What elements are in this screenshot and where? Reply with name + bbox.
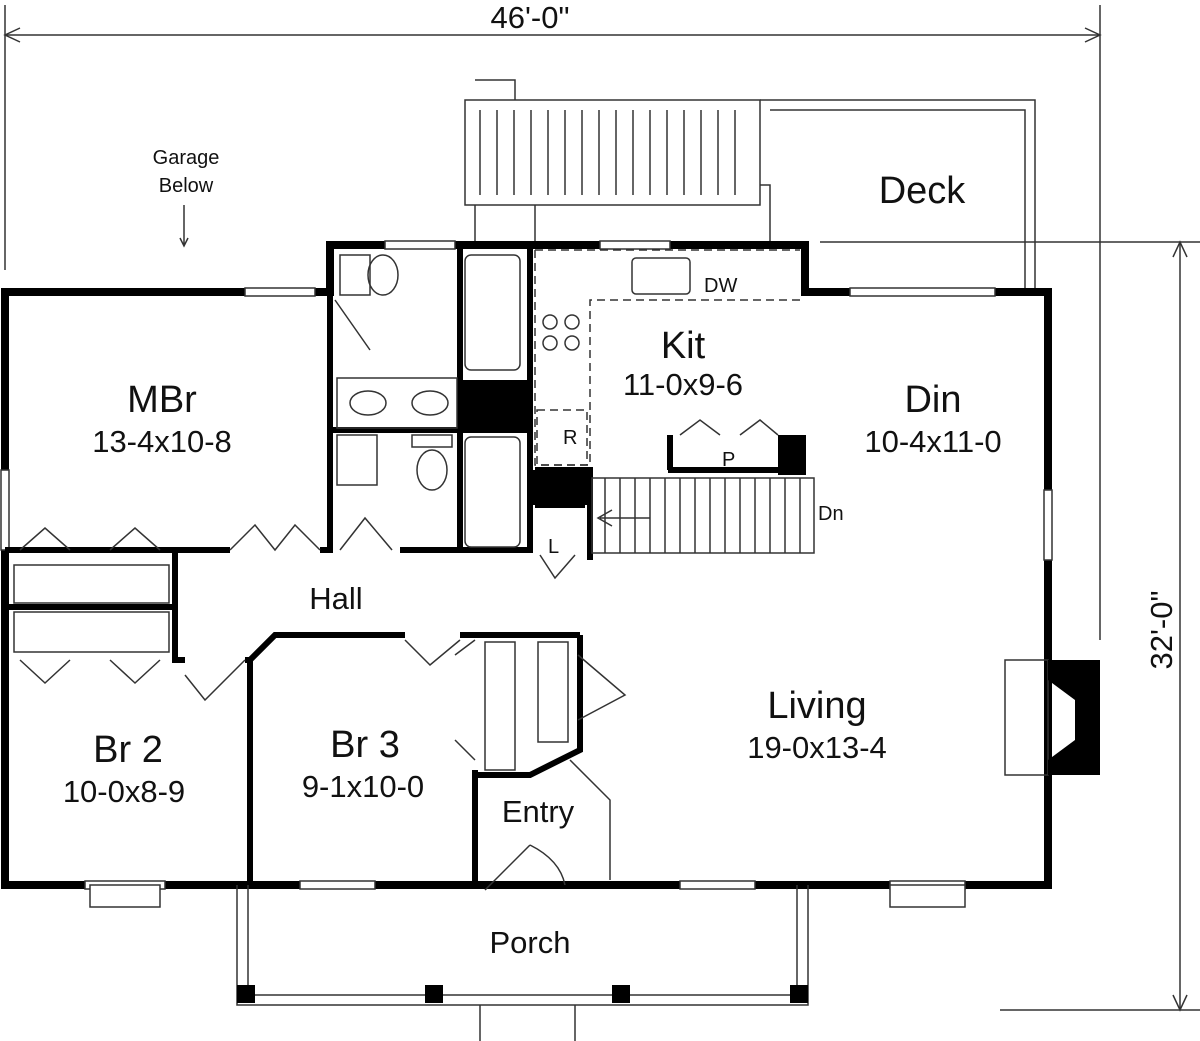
- dishwasher-label: DW: [704, 275, 737, 297]
- deck-label: Deck: [879, 170, 967, 212]
- kitchen-label: Kit: [661, 325, 706, 367]
- refrigerator-label: R: [563, 427, 577, 449]
- pantry-label: P: [722, 449, 735, 471]
- master-bedroom-size: 13-4x10-8: [92, 424, 232, 459]
- width-dimension: 46'-0": [3, 0, 1102, 640]
- fireplace-hearth: [1004, 659, 1049, 776]
- master-bedroom-label: MBr: [127, 379, 197, 421]
- porch: [236, 885, 809, 1041]
- fireplace: [1048, 660, 1100, 775]
- deck: [464, 79, 1036, 290]
- windows: [0, 240, 1053, 908]
- closets: [13, 527, 627, 771]
- bedroom-3-size: 9-1x10-0: [302, 769, 424, 804]
- garage-note-2: Below: [159, 175, 214, 197]
- dining-size: 10-4x11-0: [864, 424, 1001, 459]
- bath-fixtures: [336, 254, 521, 548]
- bedroom-3-label: Br 3: [330, 724, 400, 766]
- width-label: 46'-0": [491, 0, 570, 35]
- living-label: Living: [767, 685, 866, 727]
- bedroom-2-label: Br 2: [93, 729, 163, 771]
- doors[interactable]: [184, 299, 779, 891]
- living-size: 19-0x13-4: [747, 730, 887, 765]
- linen-label: L: [548, 536, 559, 558]
- porch-label: Porch: [490, 925, 571, 960]
- depth-dimension: 32'-0": [820, 240, 1200, 1012]
- dining-label: Din: [904, 379, 961, 421]
- hall-label: Hall: [309, 581, 362, 616]
- depth-label: 32'-0": [1144, 591, 1179, 670]
- garage-note-1: Garage: [153, 147, 220, 169]
- entry-label: Entry: [502, 794, 575, 829]
- down-arrow-icon: [179, 205, 189, 248]
- interior-walls: [5, 245, 806, 885]
- kitchen-size: 11-0x9-6: [623, 367, 743, 402]
- bedroom-2-size: 10-0x8-9: [63, 774, 185, 809]
- kitchen-fixtures: DW R P: [534, 249, 800, 471]
- stairs-down[interactable]: Dn: [591, 477, 844, 554]
- stairs-down-label: Dn: [818, 503, 844, 525]
